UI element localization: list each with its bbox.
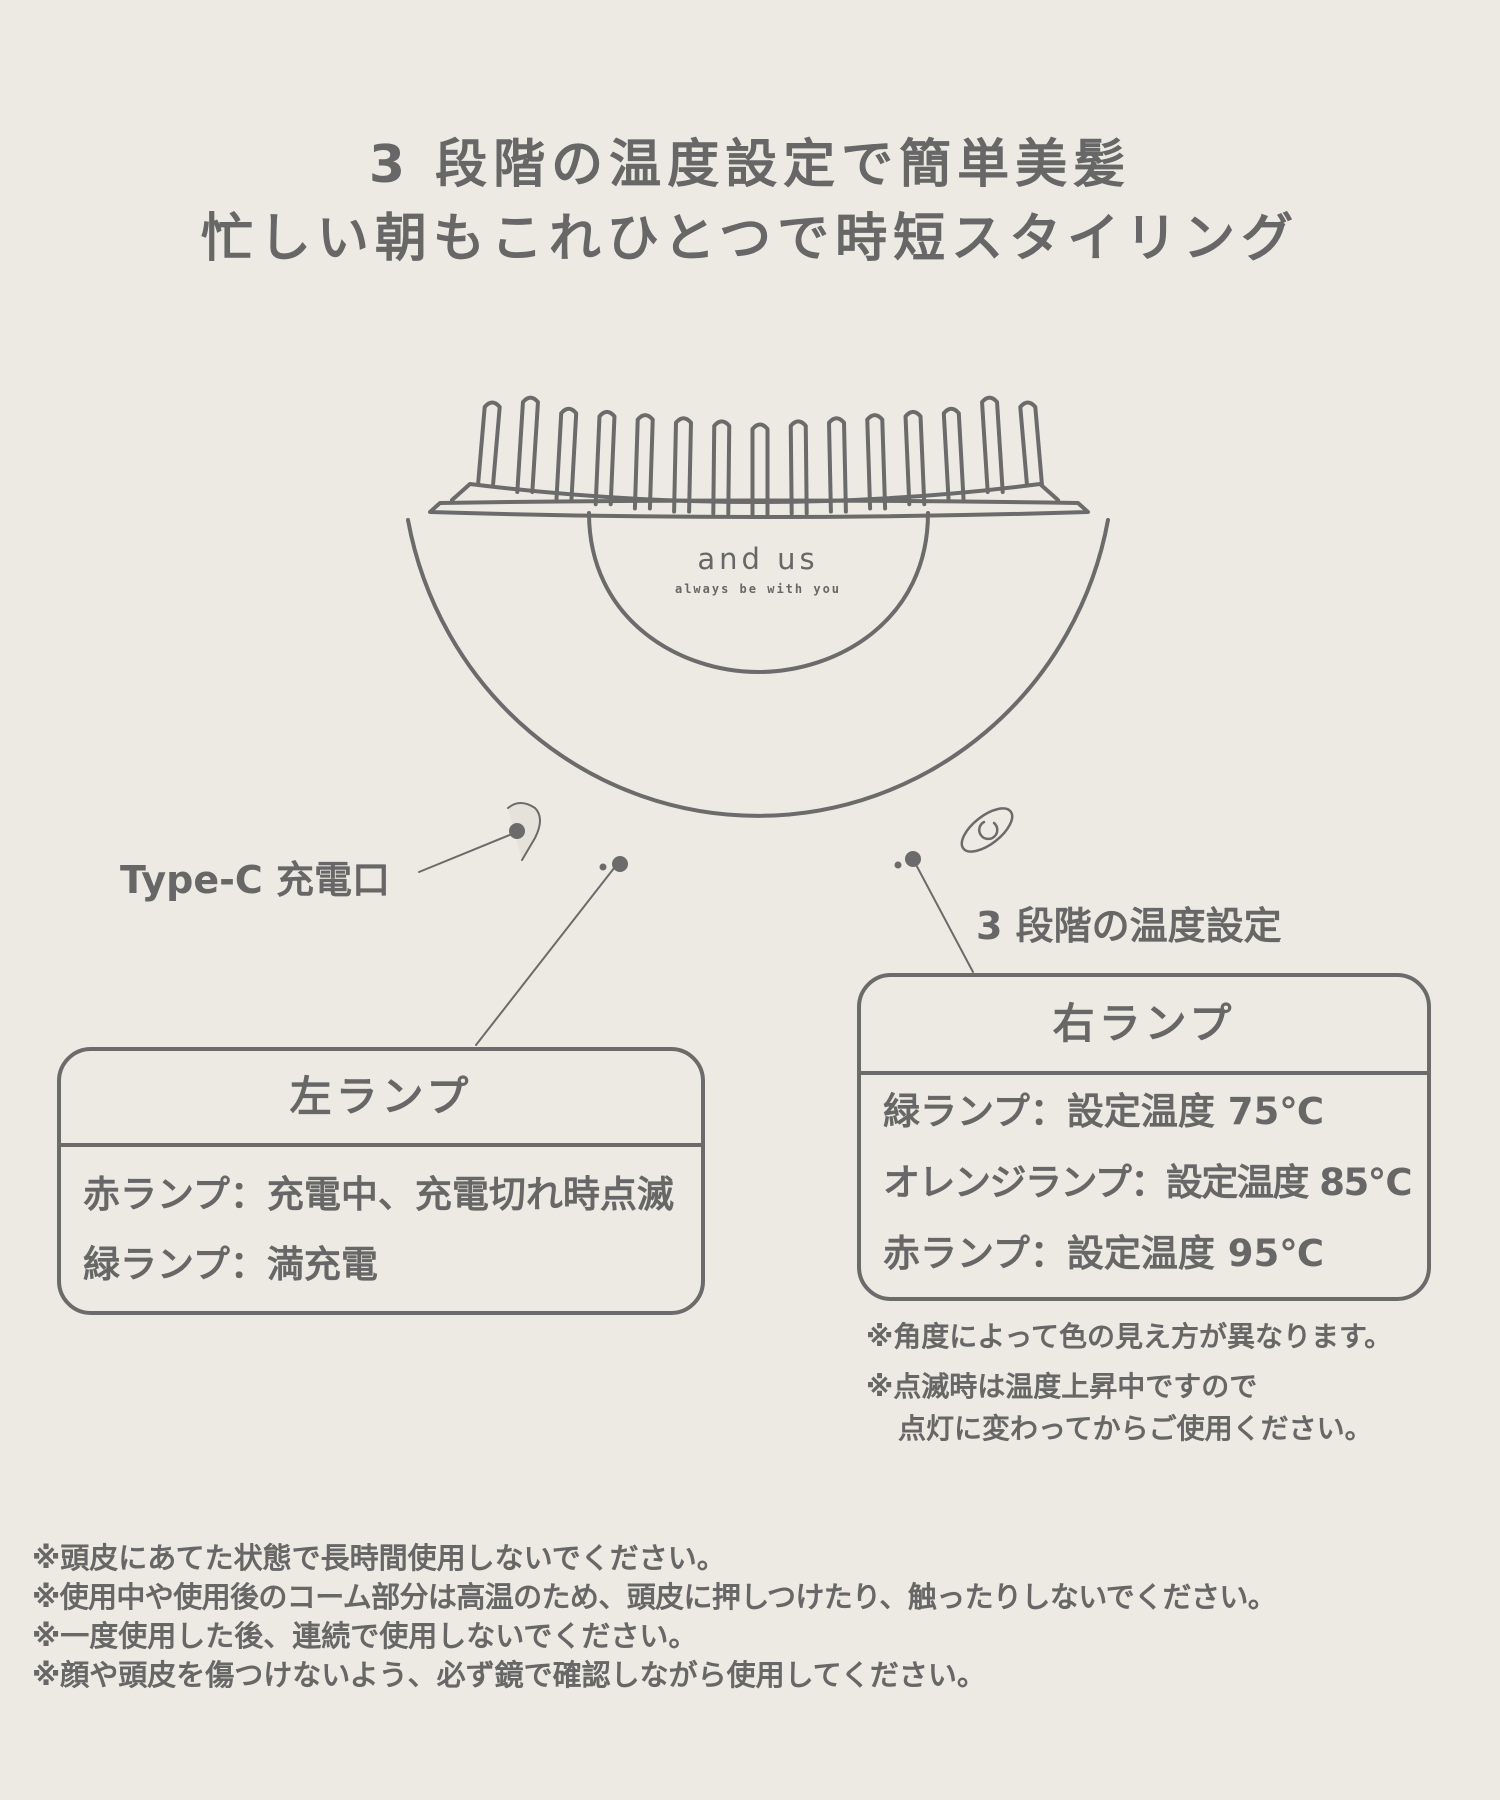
note-color-angle: ※角度によって色の見え方が異なります。 <box>866 1320 1393 1353</box>
comb-tine <box>476 400 502 486</box>
caution-note: ※一度使用した後、連続で使用しないでください。 <box>32 1619 698 1653</box>
brand-tagline: always be with you <box>674 582 842 596</box>
device-rim <box>428 498 1090 519</box>
comb-tine <box>865 413 888 511</box>
comb-tine <box>515 395 540 494</box>
note-blinking-cont: 点灯に変わってからご使用ください。 <box>898 1412 1373 1445</box>
comb-tine <box>711 419 732 516</box>
note-blinking: ※点滅時は温度上昇中ですので <box>866 1370 1258 1403</box>
comb-tine <box>593 409 617 507</box>
left-lamp-title: 左ランプ <box>61 1051 701 1147</box>
right-lamp-box: 右ランプ 緑ランプ：設定温度 75℃ オレンジランプ：設定温度 85℃ 赤ランプ… <box>857 973 1431 1301</box>
right-lamp-item: オレンジランプ：設定温度 85℃ <box>883 1161 1413 1204</box>
type-c-dot <box>509 823 525 839</box>
type-c-label: Type-C 充電口 <box>120 858 391 902</box>
comb-tine <box>632 413 655 511</box>
logo-panel <box>587 511 930 674</box>
comb-tine <box>903 409 927 507</box>
comb-tine <box>941 406 966 501</box>
caution-note: ※頭皮にあてた状態で長時間使用しないでください。 <box>32 1541 726 1575</box>
right-lamp-item: 赤ランプ：設定温度 95℃ <box>883 1232 1325 1275</box>
comb-tine <box>1018 400 1044 486</box>
comb-tine <box>750 422 770 516</box>
comb-tines <box>476 395 1044 516</box>
headline-line-1: 3 段階の温度設定で簡単美髪 <box>368 135 1132 195</box>
left-lamp-box: 左ランプ 赤ランプ：充電中、充電切れ時点滅 緑ランプ：満充電 <box>57 1047 705 1315</box>
comb-tine <box>554 406 579 501</box>
left-lamp-item: 赤ランプ：充電中、充電切れ時点滅 <box>83 1173 674 1216</box>
comb-tine <box>827 416 848 514</box>
power-button-icon <box>960 807 1014 853</box>
device-body <box>406 518 1110 818</box>
headline-line-2: 忙しい朝もこれひとつで時短スタイリング <box>200 209 1300 269</box>
left-lamp-icon <box>612 856 628 872</box>
right-lamp-title: 右ランプ <box>861 977 1427 1075</box>
caution-note: ※顔や頭皮を傷つけないよう、必ず鏡で確認しながら使用してください。 <box>32 1658 986 1692</box>
comb-tine <box>788 419 809 516</box>
left-lamp-item: 緑ランプ：満充電 <box>83 1243 378 1286</box>
brand-logo: and us <box>697 542 819 576</box>
right-lamp-item: 緑ランプ：設定温度 75℃ <box>883 1090 1325 1133</box>
caution-note: ※使用中や使用後のコーム部分は高温のため、頭皮に押しつけたり、触ったりしないでく… <box>32 1580 1277 1614</box>
right-lamp-icon <box>905 851 921 867</box>
comb-tine <box>672 416 693 514</box>
comb-tine <box>980 395 1005 494</box>
temp-setting-label: 3 段階の温度設定 <box>976 904 1282 948</box>
